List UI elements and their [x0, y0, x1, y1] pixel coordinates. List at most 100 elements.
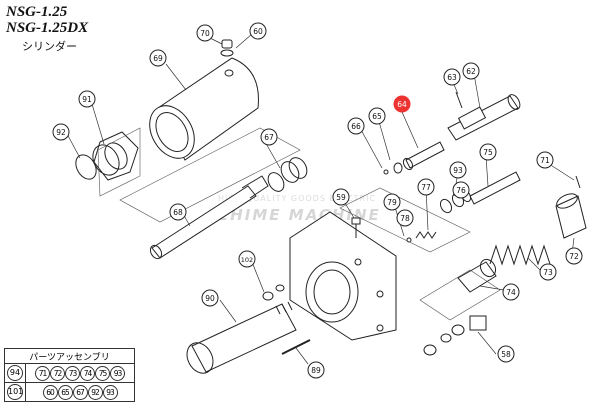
- part-62-valve: [447, 94, 521, 141]
- callout-number: 67: [264, 133, 274, 142]
- callout-62: 62: [462, 62, 480, 80]
- callout-number: 76: [456, 186, 466, 195]
- part-58-fittings: [423, 315, 487, 356]
- callout-number: 64: [397, 100, 407, 109]
- callout-number: 90: [205, 294, 215, 303]
- part-90-barrel: [186, 301, 297, 374]
- callout-circle: [565, 247, 583, 265]
- callout-number: 71: [540, 156, 550, 165]
- part-69-cylinder: [149, 57, 259, 161]
- callout-68: 68: [169, 203, 187, 221]
- callout-number: 62: [466, 67, 476, 76]
- callout-number: 93: [453, 166, 463, 175]
- callout-circle: [539, 263, 557, 281]
- callout-79: 79: [383, 193, 401, 211]
- callout-number: 69: [153, 54, 163, 63]
- parts-table-header: パーツアッセンブリ: [4, 348, 135, 364]
- callout-circle: [497, 345, 515, 363]
- part-number-circle: 101: [7, 384, 23, 400]
- part-number-circle: 71: [35, 365, 50, 381]
- part-number-circle: 94: [7, 365, 23, 381]
- part-71-pin: [575, 175, 581, 189]
- callout-number: 77: [421, 183, 431, 192]
- callout-102: 102: [238, 250, 256, 268]
- callout-number: 60: [253, 27, 263, 36]
- callout-76: 76: [452, 181, 470, 199]
- part-73-spring: [489, 244, 551, 266]
- callout-circle: [443, 68, 461, 86]
- callout-circle: [238, 250, 256, 268]
- callout-73: 73: [539, 263, 557, 281]
- callout-circle: [196, 24, 214, 42]
- callout-65: 65: [368, 107, 386, 125]
- callout-70: 70: [196, 24, 214, 42]
- callout-circle: [368, 107, 386, 125]
- callout-75: 75: [479, 143, 497, 161]
- part-number-circle: 93: [102, 384, 118, 400]
- part-72-cap: [555, 193, 587, 239]
- callout-number: 74: [506, 288, 516, 297]
- part-74-valve: [457, 258, 497, 293]
- callout-93: 93: [449, 161, 467, 179]
- part-65-washer: [393, 162, 403, 174]
- parts-table-lead: 94: [4, 363, 26, 383]
- part-59-bolt: [351, 217, 361, 238]
- title-line-1: NSG-1.25: [6, 4, 68, 20]
- part-number-circle: 60: [42, 384, 58, 400]
- callout-circle: [452, 181, 470, 199]
- callout-number: 92: [56, 128, 66, 137]
- callout-number: 66: [351, 122, 361, 131]
- callout-90: 90: [201, 289, 219, 307]
- callout-circle: [417, 178, 435, 196]
- callout-circle: [78, 90, 96, 108]
- part-76-washer: [439, 198, 453, 214]
- part-housing: [289, 211, 397, 341]
- callout-circle: [462, 62, 480, 80]
- part-number-circle: 92: [87, 384, 103, 400]
- callout-number: 73: [543, 268, 553, 277]
- callout-number: 79: [387, 198, 397, 207]
- part-64-rod: [402, 141, 445, 171]
- part-77-spring: [415, 231, 437, 239]
- callout-circle: [347, 117, 365, 135]
- callout-66: 66: [347, 117, 365, 135]
- callout-circle: [52, 123, 70, 141]
- callout-89: 89: [307, 361, 325, 379]
- callout-77: 77: [417, 178, 435, 196]
- callout-69: 69: [149, 49, 167, 67]
- callout-number: 102: [241, 256, 253, 264]
- callout-circle: [332, 188, 350, 206]
- assembly-outlines: [97, 127, 501, 321]
- callout-number: 75: [483, 148, 493, 157]
- part-number-circle: 67: [72, 384, 88, 400]
- part-67-seals: [267, 157, 308, 192]
- callout-72: 72: [565, 247, 583, 265]
- callout-circle: [479, 143, 497, 161]
- callout-number: 72: [569, 252, 579, 261]
- callout-63: 63: [443, 68, 461, 86]
- callout-60: 60: [249, 22, 267, 40]
- callout-78: 78: [396, 209, 414, 227]
- callout-59: 59: [332, 188, 350, 206]
- parts-table-lead: 101: [4, 382, 26, 402]
- callout-92: 92: [52, 123, 70, 141]
- callout-circle: [169, 203, 187, 221]
- callout-number: 70: [200, 29, 210, 38]
- callout-74: 74: [502, 283, 520, 301]
- callout-number: 91: [82, 95, 92, 104]
- callout-circle: [307, 361, 325, 379]
- callout-91: 91: [78, 90, 96, 108]
- callout-circle: [536, 151, 554, 169]
- leader-lines: [65, 33, 575, 365]
- part-75-rod: [469, 171, 521, 205]
- part-63-pin: [455, 91, 463, 109]
- callout-number: 78: [400, 214, 410, 223]
- part-70-cap: [220, 39, 234, 57]
- callout-71: 71: [536, 151, 554, 169]
- callout-67: 67: [260, 128, 278, 146]
